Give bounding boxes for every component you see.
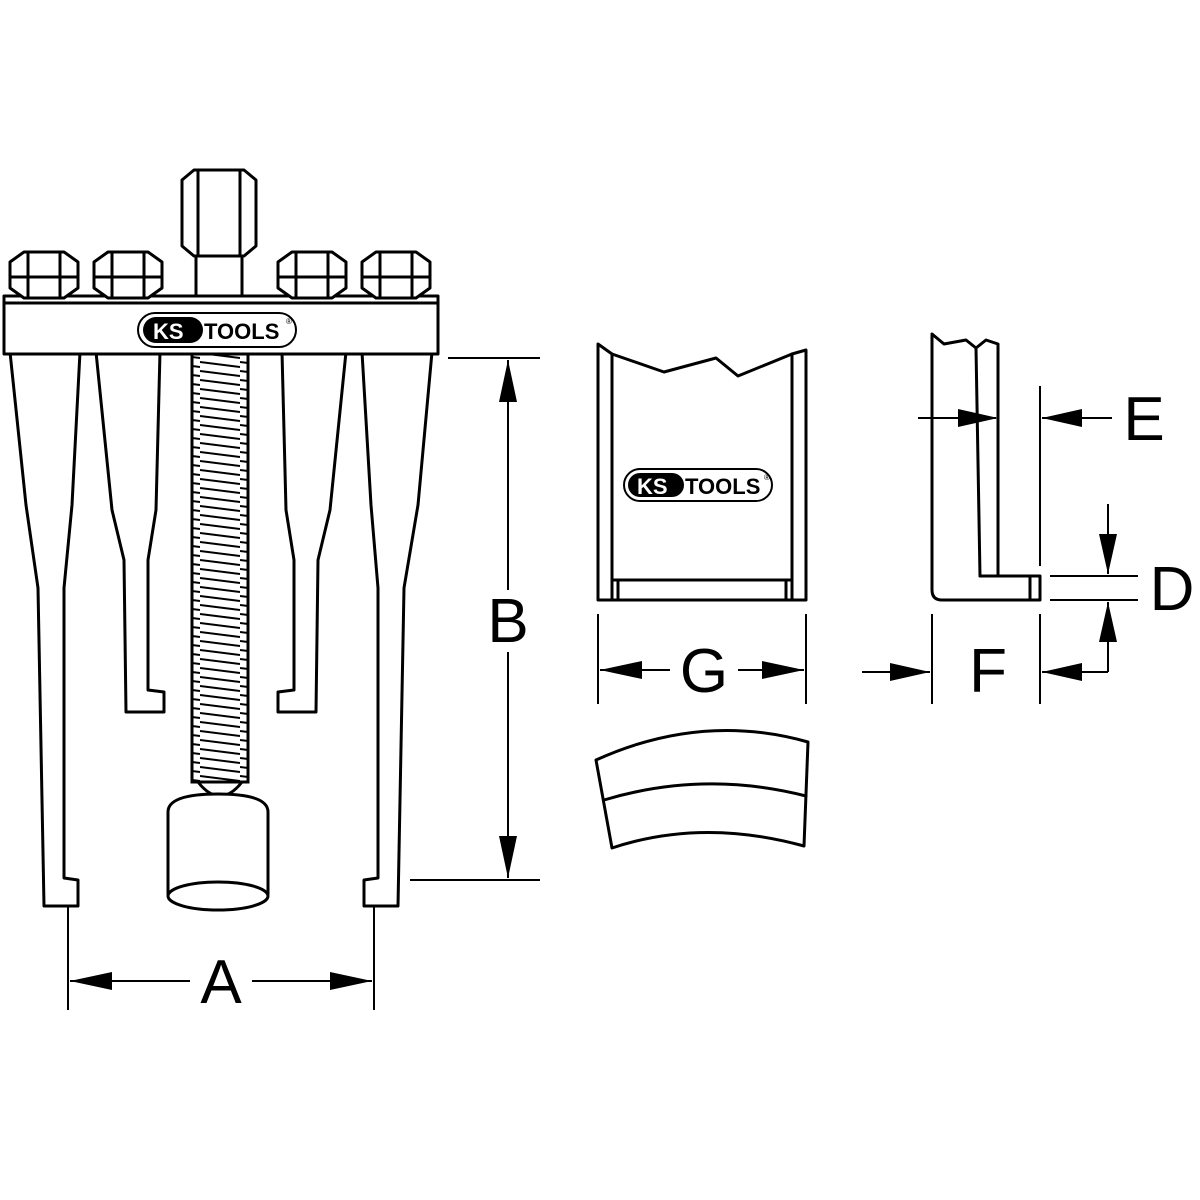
svg-text:KS: KS	[153, 319, 184, 344]
jaw-side-view	[930, 332, 1042, 602]
dimension-label-d: D	[1150, 555, 1195, 624]
bolt-head-1	[8, 250, 80, 300]
svg-text:KS: KS	[637, 474, 668, 499]
dimension-b: B	[410, 357, 540, 881]
svg-text:TOOLS: TOOLS	[204, 319, 279, 344]
puller-assembly: KS TOOLS ®	[2, 168, 440, 912]
inner-jaw-left	[94, 350, 166, 714]
brand-logo-plate: KS TOOLS ®	[623, 468, 773, 502]
jaw-plate-front-view: KS TOOLS ®	[596, 342, 808, 602]
outer-jaw-right	[360, 350, 434, 908]
svg-text:®: ®	[764, 473, 770, 482]
bolt-head-4	[360, 250, 432, 300]
svg-text:TOOLS: TOOLS	[685, 474, 760, 499]
svg-text:®: ®	[286, 317, 292, 326]
bolt-head-2	[92, 250, 164, 300]
dimension-f: F	[862, 614, 1082, 706]
bolt-head-3	[276, 250, 348, 300]
dimension-a: A	[67, 906, 375, 1017]
dimension-label-e: E	[1123, 385, 1164, 454]
threaded-spindle	[190, 350, 250, 798]
pressure-piece	[166, 792, 270, 912]
curved-jaw-insert	[594, 728, 810, 850]
dimension-e: E	[918, 385, 1165, 566]
dimension-label-g: G	[680, 637, 728, 706]
dimension-d: D	[1044, 504, 1195, 673]
spindle-hex-head	[180, 168, 258, 300]
brand-logo-crossbar: KS TOOLS ®	[137, 312, 297, 348]
dimension-label-b: B	[487, 587, 528, 656]
outer-jaw-left	[8, 350, 82, 908]
dimension-g: G	[597, 614, 807, 706]
dimension-label-f: F	[969, 637, 1007, 706]
dimension-label-a: A	[200, 948, 242, 1017]
inner-jaw-right	[276, 350, 348, 714]
